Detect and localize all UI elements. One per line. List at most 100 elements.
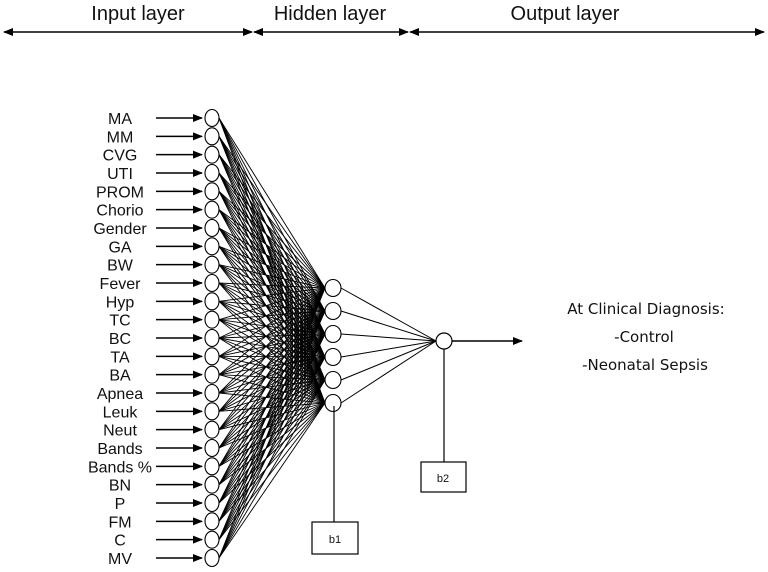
input-hidden-connection: [218, 117, 326, 289]
input-hidden-connection: [218, 356, 326, 485]
input-node: [204, 218, 220, 238]
input-hidden-connection: [218, 227, 326, 335]
input-node: [204, 365, 220, 384]
bias-b2-label: b2: [437, 473, 449, 485]
output-line-2: -Control: [614, 328, 674, 346]
input-hidden-connection: [218, 287, 326, 412]
input-hidden-connection: [218, 310, 326, 467]
input-hidden-connection: [218, 154, 326, 289]
input-label: Chorio: [96, 203, 143, 220]
hidden-node: [324, 393, 342, 413]
bias-b1-label: b1: [329, 534, 341, 546]
input-hidden-connection: [218, 379, 326, 559]
input-node: [204, 182, 220, 201]
input-node: [204, 402, 220, 421]
input-hidden-connection: [218, 310, 326, 522]
input-hidden-connection: [218, 310, 326, 485]
hidden-node: [324, 301, 342, 321]
input-label: Neut: [103, 423, 137, 440]
hidden-output-connection: [340, 340, 437, 358]
output-node: [435, 332, 453, 350]
input-hidden-connection: [218, 172, 326, 335]
input-label: GA: [108, 239, 131, 256]
input-hidden-connection: [218, 356, 326, 504]
input-hidden-connection: [218, 287, 326, 339]
input-node: [204, 237, 220, 256]
input-hidden-connection: [218, 191, 326, 289]
input-hidden-connection: [218, 154, 326, 312]
input-hidden-connection: [218, 209, 326, 335]
input-label: MV: [108, 551, 132, 568]
input-node: [204, 438, 220, 458]
input-label: Hyp: [106, 294, 135, 311]
input-label: Leuk: [103, 404, 139, 421]
input-node: [204, 292, 220, 311]
input-hidden-connection: [218, 172, 326, 289]
input-hidden-connection: [218, 310, 326, 504]
input-label: TC: [109, 313, 130, 330]
input-hidden-connection: [218, 333, 326, 540]
input-hidden-connection: [218, 310, 326, 540]
input-hidden-connection: [218, 356, 326, 559]
input-node: [204, 457, 220, 476]
input-hidden-connection: [218, 227, 326, 312]
input-hidden-connections: [218, 117, 326, 559]
hidden-node: [324, 347, 342, 367]
input-hidden-connection: [218, 245, 326, 335]
input-hidden-connection: [218, 117, 326, 335]
input-hidden-connection: [218, 136, 326, 289]
input-hidden-connection: [218, 333, 326, 467]
input-node: [204, 145, 220, 164]
input-hidden-connection: [218, 333, 326, 357]
input-hidden-connection: [218, 117, 326, 312]
input-node: [204, 273, 220, 293]
input-hidden-connection: [218, 264, 326, 358]
input-hidden-connection: [218, 300, 326, 335]
hidden-output-connection: [340, 287, 437, 342]
input-hidden-connection: [218, 333, 326, 504]
input-node: [204, 475, 220, 494]
input-hidden-connection: [218, 227, 326, 358]
input-label: Bands: [97, 441, 142, 458]
hidden-output-connection: [340, 340, 437, 381]
input-hidden-connection: [218, 287, 326, 485]
input-hidden-connection: [218, 319, 326, 335]
input-label: Apnea: [97, 386, 143, 403]
input-hidden-connection: [218, 191, 326, 335]
hidden-output-connection: [340, 340, 437, 404]
input-hidden-connection: [218, 191, 326, 312]
input-hidden-connection: [218, 356, 326, 522]
bias-b1-box: [311, 521, 359, 555]
hidden-node: [324, 324, 342, 344]
input-label: TA: [110, 349, 130, 366]
input-hidden-connection: [218, 287, 326, 394]
input-arrows: [156, 114, 203, 562]
input-node: [204, 383, 220, 403]
input-hidden-connection: [218, 402, 326, 559]
input-hidden-connection: [218, 287, 326, 321]
output-layer-header: Output layer: [511, 3, 620, 25]
hidden-node: [324, 370, 342, 390]
input-node: [204, 127, 220, 146]
input-hidden-connection: [218, 355, 326, 358]
input-nodes: [204, 108, 220, 568]
input-layer-header: Input layer: [91, 3, 185, 25]
input-node: [204, 108, 220, 128]
input-hidden-connection: [218, 287, 326, 540]
input-hidden-connection: [218, 287, 326, 302]
input-hidden-connection: [218, 310, 326, 321]
input-hidden-connection: [218, 310, 326, 559]
output-line-3: -Neonatal Sepsis: [582, 356, 708, 374]
input-hidden-connection: [218, 287, 326, 376]
input-node: [204, 493, 220, 513]
input-hidden-connection: [218, 264, 326, 312]
input-hidden-connection: [218, 333, 326, 559]
input-hidden-connection: [218, 337, 326, 358]
input-node: [204, 548, 220, 568]
input-label: FM: [108, 514, 131, 531]
input-hidden-connection: [218, 282, 326, 312]
input-label: CVG: [103, 148, 138, 165]
hidden-output-connection: [340, 333, 437, 342]
input-hidden-connection: [218, 287, 326, 449]
